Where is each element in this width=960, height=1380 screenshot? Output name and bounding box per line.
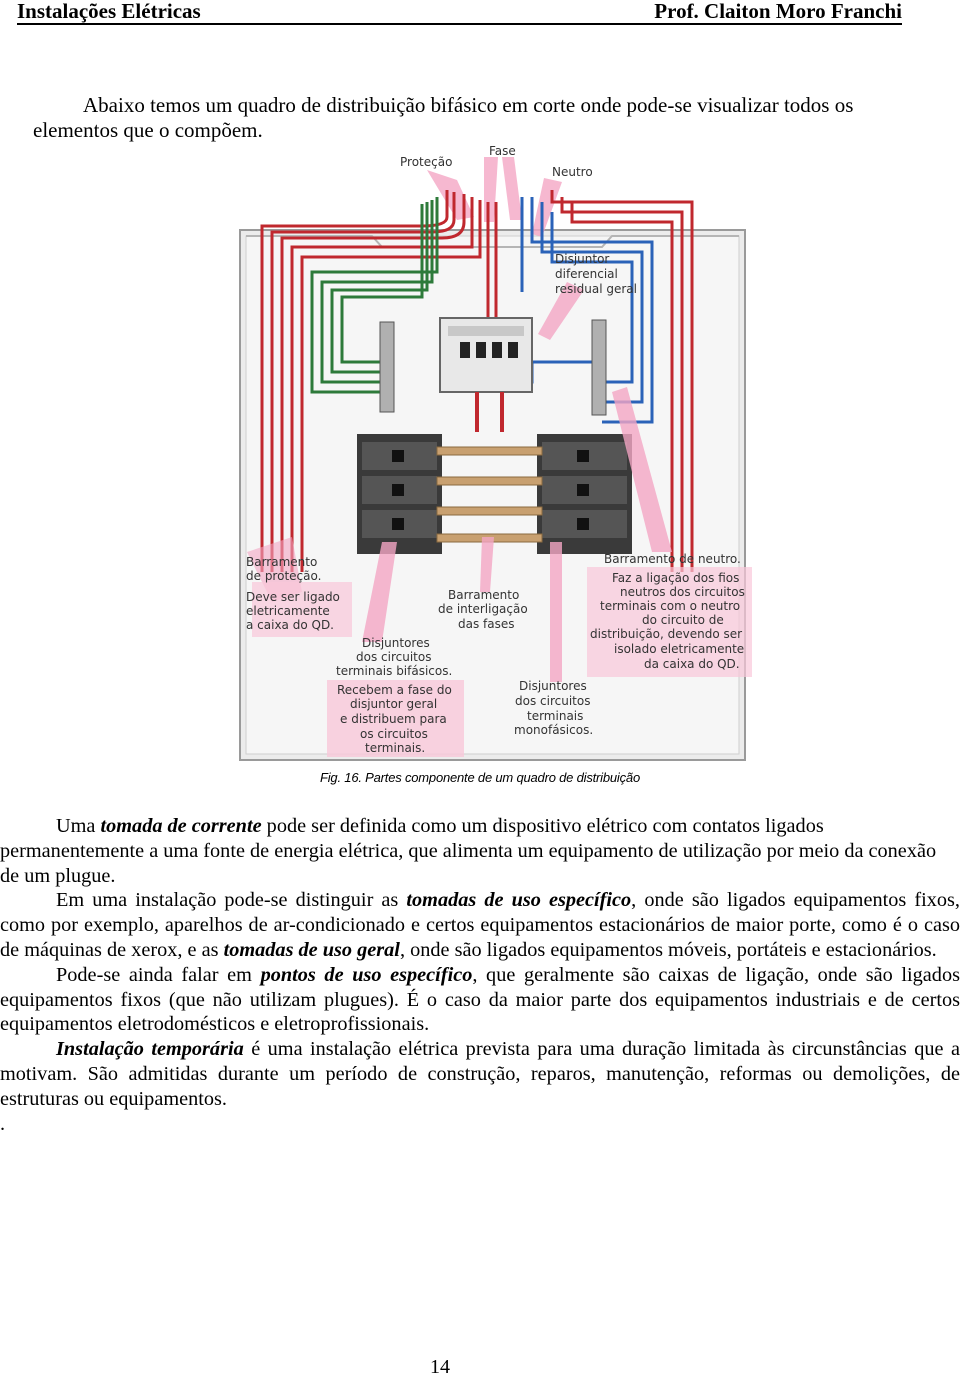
body-text: Uma tomada de corrente pode ser definida… [0, 814, 960, 1136]
header-author: Prof. Claiton Moro Franchi [654, 0, 902, 23]
paragraph-tomadas: Em uma instalação pode-se distinguir as … [0, 889, 960, 961]
label-neutro: Neutro [552, 165, 593, 179]
label-monofasicos-4: monofásicos. [514, 723, 593, 737]
term-tomada-de-corrente: tomada de corrente [100, 815, 262, 837]
paragraph-tomada-de-corrente: Uma tomada de corrente pode ser definida… [0, 815, 937, 887]
protection-busbar [379, 321, 395, 413]
label-bifasicos-nota-3: e distribuem para [340, 712, 447, 726]
label-barramento-neutro: Barramento de neutro. [604, 552, 741, 566]
header-title: Instalações Elétricas [17, 0, 201, 23]
label-bifasicos-3: terminais bifásicos. [336, 664, 452, 678]
label-bifasicos-nota-1: Recebem a fase do [337, 683, 452, 697]
label-monofasicos-2: dos circuitos [515, 694, 590, 708]
label-monofasicos-1: Disjuntores [519, 679, 587, 693]
label-interligacao-1: Barramento [448, 588, 519, 602]
label-fase: Fase [489, 144, 516, 158]
distribution-panel-diagram: Proteção Fase Neutro Disjuntor diferenci… [239, 144, 752, 761]
label-bifasicos-nota-5: terminais. [365, 741, 425, 755]
label-barramento-protecao-2: de proteção. [246, 569, 321, 583]
left-breaker-bank [357, 434, 442, 554]
label-barramento-neutro-nota-6: isolado eletricamente [614, 642, 744, 656]
green-wires [310, 197, 439, 394]
paragraph-instalacao-temporaria: Instalação temporária é uma instalação e… [0, 1038, 960, 1110]
label-barramento-protecao-1: Barramento [246, 555, 317, 569]
neutral-busbar [591, 319, 607, 416]
label-barramento-protecao-nota-2: eletricamente [246, 604, 330, 618]
term-uso-geral: tomadas de uso geral [223, 938, 400, 961]
distribution-panel-figure: Proteção Fase Neutro Disjuntor diferenci… [232, 142, 762, 762]
label-bifasicos-2: dos circuitos [356, 650, 431, 664]
label-barramento-protecao-nota-3: a caixa do QD. [246, 618, 334, 632]
term-uso-especifico: tomadas de uso específico [406, 889, 632, 912]
page-number: 14 [430, 1356, 450, 1378]
label-protecao: Proteção [400, 155, 452, 169]
label-barramento-neutro-nota-1: Faz a ligação dos fios [612, 571, 739, 585]
label-bifasicos-nota-2: disjuntor geral [350, 697, 437, 711]
label-barramento-neutro-nota-4: do circuito de [642, 613, 724, 627]
term-pontos-uso-especifico: pontos de uso específico [260, 963, 473, 986]
paragraph-pontos: Pode-se ainda falar em pontos de uso esp… [0, 963, 960, 1036]
label-barramento-neutro-nota-3: terminais com o neutro [600, 599, 740, 613]
page-header: Instalações Elétricas Prof. Claiton Moro… [17, 0, 902, 25]
term-instalacao-temporaria: Instalação temporária [56, 1038, 244, 1061]
label-interligacao-2: de interligação [438, 602, 528, 616]
paragraph-dot: . [0, 1112, 6, 1135]
label-interligacao-3: das fases [458, 617, 515, 631]
label-disjuntor-geral-1: Disjuntor [555, 252, 609, 266]
label-disjuntor-geral-3: residual geral [555, 282, 637, 296]
label-monofasicos-3: terminais [527, 709, 583, 723]
intro-paragraph: Abaixo temos um quadro de distribuição b… [33, 93, 854, 142]
figure-caption: Fig. 16. Partes componente de um quadro … [320, 770, 640, 785]
label-barramento-neutro-nota-2: neutros dos circuitos [620, 585, 745, 599]
label-bifasicos-1: Disjuntores [362, 636, 430, 650]
label-barramento-protecao-nota-1: Deve ser ligado [246, 590, 340, 604]
right-breaker-bank [537, 434, 632, 554]
label-disjuntor-geral-2: diferencial [555, 267, 618, 281]
label-bifasicos-nota-4: os circuitos [360, 727, 428, 741]
label-barramento-neutro-nota-5: distribuição, devendo ser [590, 627, 742, 641]
label-barramento-neutro-nota-7: da caixa do QD. [644, 657, 740, 671]
